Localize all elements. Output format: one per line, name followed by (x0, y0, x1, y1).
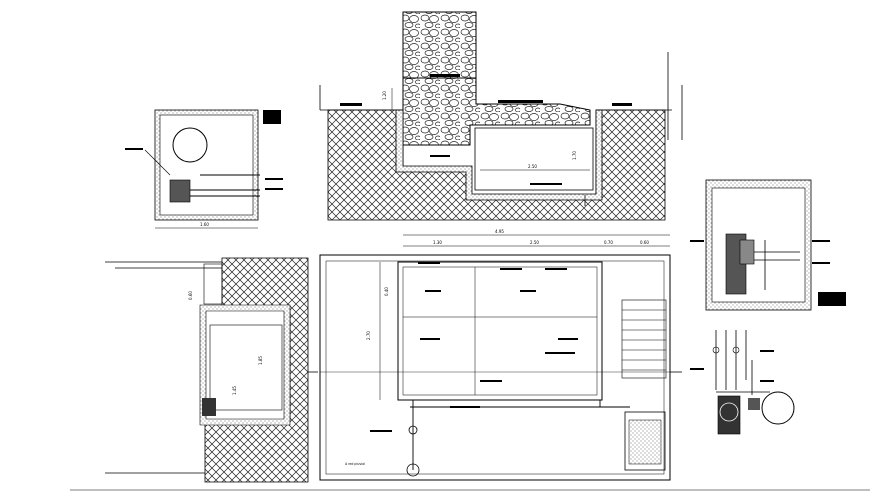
valve-symbol (732, 346, 740, 354)
label-block (450, 406, 480, 408)
label-block (612, 103, 632, 106)
dim-total: 4.95 (495, 229, 504, 234)
stairs (621, 299, 667, 379)
legend-block (263, 110, 281, 124)
gauge (748, 398, 760, 410)
pipe-run (754, 240, 800, 290)
pump-room-section (690, 179, 846, 311)
pool-inner (402, 266, 598, 396)
label-block (500, 268, 522, 270)
stone-masonry-wall (402, 77, 591, 146)
label-block (760, 380, 774, 382)
section-view: 1.20 2.50 1.70 (319, 11, 683, 221)
label-block (265, 178, 283, 180)
valve-symbol (712, 346, 720, 354)
label-block (340, 103, 362, 106)
stone-masonry-column (402, 11, 477, 79)
riser (203, 263, 223, 305)
label-block (418, 262, 440, 264)
concrete-shell (199, 304, 291, 426)
pool-outline (397, 261, 603, 401)
plan-view: 4.95 1.30 2.50 0.70 0.60 0.40 2.70 (319, 229, 682, 481)
pump-schematic (690, 330, 795, 435)
tank-circle (172, 127, 208, 163)
label-block (545, 268, 567, 270)
dim-pump-room: 1.60 (200, 222, 209, 227)
equipment-panel-inner (628, 419, 662, 465)
tank-circle (761, 391, 795, 425)
label-block (125, 148, 143, 150)
pump-symbol (408, 425, 418, 435)
equipment-panel (624, 411, 666, 471)
dim-seg-b: 2.50 (530, 240, 539, 245)
left-section: 0.60 1.85 1.45 (105, 257, 318, 483)
pump-unit (169, 179, 191, 203)
pipe-run (190, 174, 260, 197)
label-block (430, 155, 450, 157)
motor-fan (719, 402, 739, 422)
pipe-run (144, 149, 171, 176)
dim-wall-height: 1.20 (382, 91, 387, 100)
pump-motor (717, 395, 741, 435)
label-block (520, 290, 536, 292)
dim-pool-width: 2.50 (528, 164, 537, 169)
pipe-run (410, 400, 630, 470)
label-block (420, 338, 440, 340)
plan-boundary (319, 254, 671, 481)
dim-lower: 1.45 (232, 386, 237, 395)
motor (739, 239, 755, 265)
ground-hatch (204, 257, 309, 483)
dim-side-a: 0.40 (384, 287, 389, 296)
pump-plan-left: 1.60 (125, 109, 283, 229)
label-block (812, 262, 830, 264)
dim-seg-c: 0.70 (604, 240, 613, 245)
valve-box (202, 398, 216, 416)
label-block (265, 188, 283, 190)
legend-block (818, 292, 846, 306)
dim-pool-depth: 1.70 (572, 151, 577, 160)
dim-mid: 1.85 (258, 356, 263, 365)
label-block (425, 290, 441, 292)
dim-seg-d: 0.60 (640, 240, 649, 245)
label-block (812, 240, 830, 242)
label-block (690, 368, 704, 370)
pipe-run (715, 330, 770, 395)
label-block (558, 338, 578, 340)
plan-boundary-inner (325, 260, 665, 475)
note-pipe: A red pluvial (345, 462, 365, 466)
chamber (209, 324, 283, 411)
label-block (370, 430, 392, 432)
label-block (690, 240, 704, 242)
water-basin (474, 127, 594, 191)
label-block (430, 74, 460, 77)
pump-symbol (406, 463, 420, 477)
label-block (480, 380, 502, 382)
label-block (498, 100, 543, 103)
dim-seg-a: 1.30 (433, 240, 442, 245)
dim-top: 0.60 (188, 291, 193, 300)
dim-side-b: 2.70 (366, 331, 371, 340)
label-block (760, 350, 774, 352)
label-block (530, 183, 562, 185)
label-block (545, 352, 575, 354)
